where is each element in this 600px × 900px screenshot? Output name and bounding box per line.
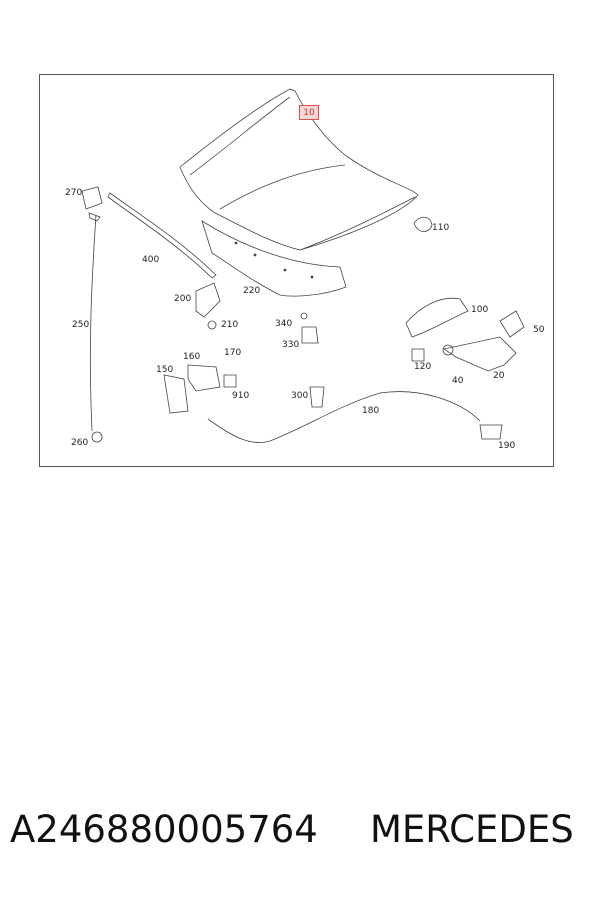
diagram-drawing	[81, 88, 525, 443]
brand-name: MERCEDES	[370, 808, 574, 851]
callout-260[interactable]: 260	[71, 438, 89, 448]
callout-10[interactable]: 10	[299, 105, 319, 120]
grommet-260	[91, 431, 103, 443]
lock-150	[163, 374, 189, 414]
callout-40[interactable]: 40	[452, 376, 464, 386]
callout-180[interactable]: 180	[362, 406, 380, 416]
seal-strip	[107, 192, 217, 279]
callout-340[interactable]: 340	[275, 319, 293, 329]
callout-270[interactable]: 270	[65, 188, 83, 198]
part-number: A246880005764	[10, 808, 318, 851]
callout-910[interactable]: 910	[232, 391, 250, 401]
callout-20[interactable]: 20	[493, 371, 505, 381]
callout-250[interactable]: 250	[72, 320, 90, 330]
callout-110[interactable]: 110	[432, 223, 450, 233]
callout-220[interactable]: 220	[243, 286, 261, 296]
hood-stay-rod	[89, 214, 97, 432]
insulation-mat	[201, 220, 347, 297]
nut-210	[207, 320, 217, 330]
caption: A246880005764 MERCEDES	[10, 808, 590, 858]
callout-170[interactable]: 170	[224, 348, 242, 358]
callout-100[interactable]: 100	[471, 305, 489, 315]
washer-40	[442, 344, 454, 356]
callout-200[interactable]: 200	[174, 294, 192, 304]
bracket-200	[195, 282, 221, 318]
rod-holder	[81, 186, 103, 210]
callout-50[interactable]: 50	[533, 325, 545, 335]
release-cable	[207, 391, 481, 443]
callout-190[interactable]: 190	[498, 441, 516, 451]
clip-330	[301, 326, 319, 344]
pin-170	[223, 374, 237, 388]
bolt-50	[499, 310, 525, 338]
callout-120[interactable]: 120	[414, 362, 432, 372]
callout-330[interactable]: 330	[282, 340, 300, 350]
rod-clip-top	[88, 212, 101, 222]
clip-300	[309, 386, 325, 408]
bolt-120	[411, 348, 425, 362]
callout-150[interactable]: 150	[156, 365, 174, 375]
callout-300[interactable]: 300	[291, 391, 309, 401]
handle-190	[479, 424, 503, 440]
callout-210[interactable]: 210	[221, 320, 239, 330]
bracket-20	[442, 336, 517, 372]
callout-160[interactable]: 160	[183, 352, 201, 362]
hood-panel	[179, 88, 419, 251]
parts-diagram: 10 110 270 400 220 200 210 250 340 330 1…	[39, 74, 554, 467]
lock-160	[187, 364, 221, 392]
hinge-100	[405, 297, 469, 338]
callout-400[interactable]: 400	[142, 255, 160, 265]
rubber-buffer	[413, 216, 433, 232]
clip-340	[300, 312, 308, 320]
